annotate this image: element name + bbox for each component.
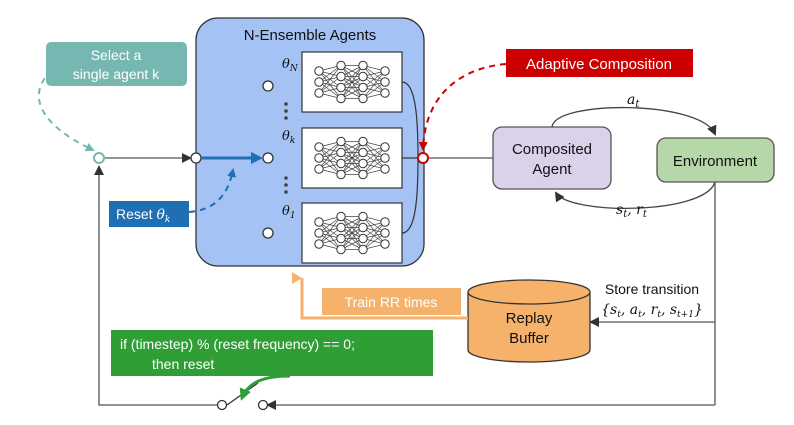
state-reward-label: st, rt (616, 202, 648, 220)
select-agent-label-1: Select a (91, 47, 142, 63)
replay-buffer: Replay Buffer (467, 279, 591, 363)
select-node[interactable] (93, 152, 105, 164)
ensemble-output-curves (401, 81, 419, 234)
action-label: at (627, 92, 640, 110)
composited-agent-box (492, 126, 612, 190)
adaptive-composition-dashed-arrow (418, 63, 507, 151)
ellipsis-dots-lower (284, 176, 288, 194)
neural-network-icon (314, 211, 390, 255)
action-arc (551, 106, 717, 136)
select-agent-badge (46, 42, 187, 86)
neural-network-icon (314, 136, 390, 180)
reset-loop-return-line (94, 165, 217, 406)
replay-buffer-label-1: Replay (506, 310, 553, 327)
agent-k-input-node[interactable] (262, 152, 274, 164)
environment-label: Environment (673, 153, 758, 170)
agent-1: θ1 (262, 202, 403, 264)
agent-n: θN (262, 51, 403, 113)
store-transition-title: Store transition (605, 281, 699, 297)
reset-theta-label: Reset θk (116, 206, 170, 225)
reset-switch-node-right[interactable] (257, 399, 269, 411)
train-badge (322, 288, 461, 315)
agent-n-input-node[interactable] (262, 80, 274, 92)
reset-rule-arrow (239, 374, 291, 401)
composition-node[interactable] (417, 152, 429, 164)
composited-agent-label-2: Agent (532, 161, 572, 178)
adaptive-composition-badge (506, 49, 693, 77)
train-arrow (292, 272, 468, 320)
svg-text:θ1: θ1 (282, 204, 296, 221)
state-reward-arc (554, 181, 716, 209)
reset-theta-badge (109, 201, 189, 227)
svg-text:θN: θN (282, 57, 299, 74)
reset-rule-badge (111, 330, 433, 376)
reset-theta-dashed-arrow (188, 168, 237, 213)
neural-network-icon (314, 60, 390, 104)
store-transition-tuple: {st, at, rt, st+1} (601, 302, 703, 320)
reset-switch-node-left[interactable] (216, 399, 228, 411)
ensemble-title: N-Ensemble Agents (244, 27, 377, 44)
ensemble-entry-node[interactable] (190, 152, 202, 164)
composited-agent-label-1: Composited (512, 141, 592, 158)
train-label: Train RR times (345, 294, 438, 310)
replay-buffer-label-2: Buffer (509, 330, 549, 347)
svg-text:θk: θk (282, 129, 295, 146)
reset-rule-label-2: then reset (152, 356, 214, 372)
agent-k: θk (262, 127, 403, 189)
select-agent-dashed-arrow (37, 69, 95, 152)
reset-rule-label-1: if (timestep) % (reset frequency) == 0; (120, 336, 355, 352)
select-agent-label-2: single agent k (73, 66, 160, 82)
adaptive-composition-label: Adaptive Composition (526, 56, 672, 73)
agent-1-input-node[interactable] (262, 227, 274, 239)
ellipsis-dots-upper (284, 102, 288, 120)
